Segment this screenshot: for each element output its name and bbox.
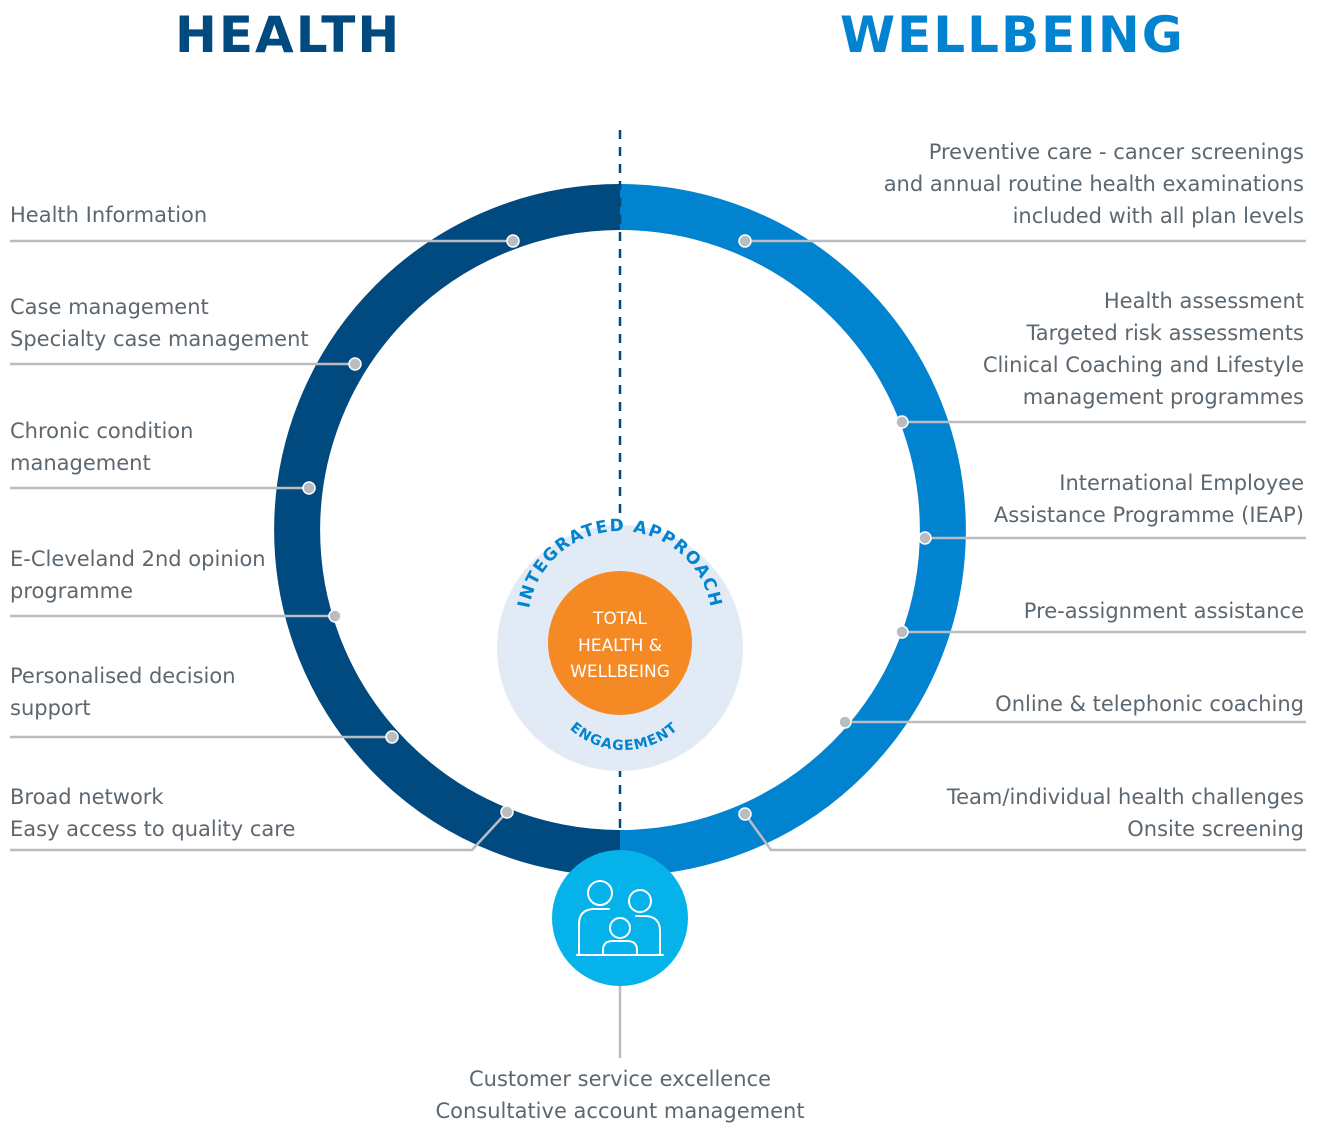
pre-assignment-label: Pre-assignment assistance: [1023, 599, 1304, 623]
family-icon: [552, 850, 688, 986]
dot-health-assessment: [895, 415, 909, 429]
preventive-care-label: Preventive care - cancer screenings and …: [883, 140, 1304, 228]
wellbeing-ring-half: [619, 184, 966, 876]
core-line-2: HEALTH &: [578, 636, 662, 656]
ieap-label: International Employee Assistance Progra…: [993, 471, 1304, 527]
broad-network-label: Broad network Easy access to quality car…: [10, 785, 296, 841]
dot-e-cleveland: [328, 609, 342, 623]
core-line-1: TOTAL: [592, 609, 647, 629]
dot-decision-support: [385, 730, 399, 744]
core-line-3: WELLBEING: [570, 662, 670, 682]
dot-health-challenges: [738, 807, 752, 821]
dot-case-management: [348, 357, 362, 371]
coaching-label: Online & telephonic coaching: [995, 692, 1304, 716]
health-challenges-label: Team/individual health challenges Onsite…: [946, 785, 1304, 841]
dot-ieap: [918, 531, 932, 545]
customer-service-label: Customer service excellence Consultative…: [435, 1067, 805, 1123]
health-assessment-label: Health assessment Targeted risk assessme…: [982, 289, 1304, 409]
health-heading: HEALTH: [175, 6, 402, 64]
dot-broad-network: [500, 805, 514, 819]
wellbeing-heading: WELLBEING: [840, 6, 1185, 64]
health-ring-half: [274, 184, 621, 876]
decision-support-label: Personalised decision support: [10, 664, 236, 720]
case-management-label: Case management Specialty case managemen…: [10, 295, 309, 351]
connector-broad-network: [10, 811, 508, 852]
total-health-wellbeing-core: [548, 571, 692, 715]
connector-health-challenges: [743, 813, 1306, 852]
dot-pre-assignment: [895, 625, 909, 639]
dot-preventive-care: [738, 234, 752, 248]
dot-coaching: [838, 715, 852, 729]
e-cleveland-label: E-Cleveland 2nd opinion programme: [10, 547, 266, 603]
dot-chronic-condition: [302, 481, 316, 495]
chronic-condition-label: Chronic condition management: [10, 419, 194, 475]
dot-health-information: [506, 234, 520, 248]
health-information-label: Health Information: [10, 203, 208, 227]
